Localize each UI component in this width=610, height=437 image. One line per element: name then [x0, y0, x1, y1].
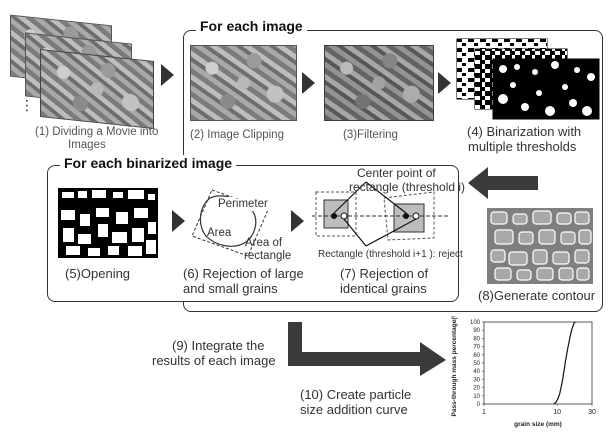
- x-tick-label: 10: [553, 409, 561, 416]
- center-point-label-line2: rectangle (threshold i): [349, 180, 466, 194]
- arrow-1-to-2: [161, 64, 174, 86]
- filtered-image: [324, 45, 434, 121]
- y-tick-label: 100: [470, 320, 481, 326]
- step3-label: (3)Filtering: [343, 129, 398, 141]
- y-tick-label: 20: [473, 386, 480, 392]
- inner-section-title: For each binarized image: [60, 155, 237, 171]
- y-tick-label: 50: [473, 361, 480, 367]
- step5-label: (5)Opening: [65, 266, 131, 281]
- arrow-3-to-4: [438, 72, 451, 94]
- area-of-rectangle-label-line2: rectangle: [244, 250, 292, 262]
- arrow-2-to-3: [302, 72, 315, 94]
- x-axis-label: grain size (mm): [514, 421, 562, 428]
- contour-image: [487, 208, 593, 284]
- ellipsis-dots: ⋮: [20, 97, 34, 113]
- y-tick-label: 40: [473, 369, 480, 375]
- step4-label: (4) Binarization with: [467, 124, 582, 139]
- y-tick-label: 10: [473, 394, 480, 400]
- step9-label-line2: results of each image: [152, 353, 276, 368]
- binarized-image-stack: [456, 38, 600, 120]
- x-tick-label: 1: [482, 409, 486, 416]
- movie-frame-front: [40, 49, 154, 129]
- step2-label: (2) Image Clipping: [190, 129, 284, 141]
- perimeter-label: Perimeter: [217, 197, 269, 211]
- step9-label: (9) Integrate the: [172, 338, 265, 353]
- clipped-image: [190, 45, 297, 121]
- grain-size-curve-series-0: [553, 321, 576, 405]
- plot-frame: [483, 321, 593, 405]
- outer-section-title: For each image: [196, 18, 307, 34]
- step6-label: (6) Rejection of large: [183, 266, 304, 281]
- arrow-5-to-6: [172, 210, 185, 232]
- y-tick-label: 60: [473, 353, 480, 359]
- x-tick-label: 30: [588, 409, 596, 416]
- arrow-9-to-10: [288, 322, 446, 376]
- y-tick-label: 30: [473, 377, 480, 383]
- area-of-rectangle-label: Area of: [245, 237, 283, 249]
- reject-rectangle-label: Rectangle (threshold i+1 ): reject: [318, 249, 463, 260]
- y-tick-label: 70: [473, 345, 480, 351]
- step1-label: (1) Dividing a Movie into: [35, 126, 159, 138]
- step10-label: (10) Create particle: [300, 387, 412, 402]
- step1-label-line2: Images: [68, 139, 106, 151]
- arrow-6-to-7: [291, 210, 304, 232]
- y-tick-label: 90: [473, 328, 480, 334]
- step8-label: (8)Generate contour: [478, 288, 596, 303]
- step7-label-line2: identical grains: [340, 281, 427, 296]
- center-point-label: Center point of: [357, 166, 436, 180]
- step10-label-line2: size addition curve: [300, 402, 408, 417]
- step7-label: (7) Rejection of: [340, 266, 429, 281]
- step4-label-line2: multiple thresholds: [468, 139, 577, 154]
- y-axis-label: Pass-through mass percentage(%): [451, 316, 458, 416]
- arrow-4-to-5: [468, 167, 538, 199]
- opening-image: [58, 188, 158, 258]
- y-tick-label: 80: [473, 336, 480, 342]
- step6-label-line2: and small grains: [183, 281, 278, 296]
- y-tick-label: 0: [477, 402, 481, 408]
- area-label: Area: [207, 227, 232, 239]
- identical-grains-diagram: [312, 181, 448, 247]
